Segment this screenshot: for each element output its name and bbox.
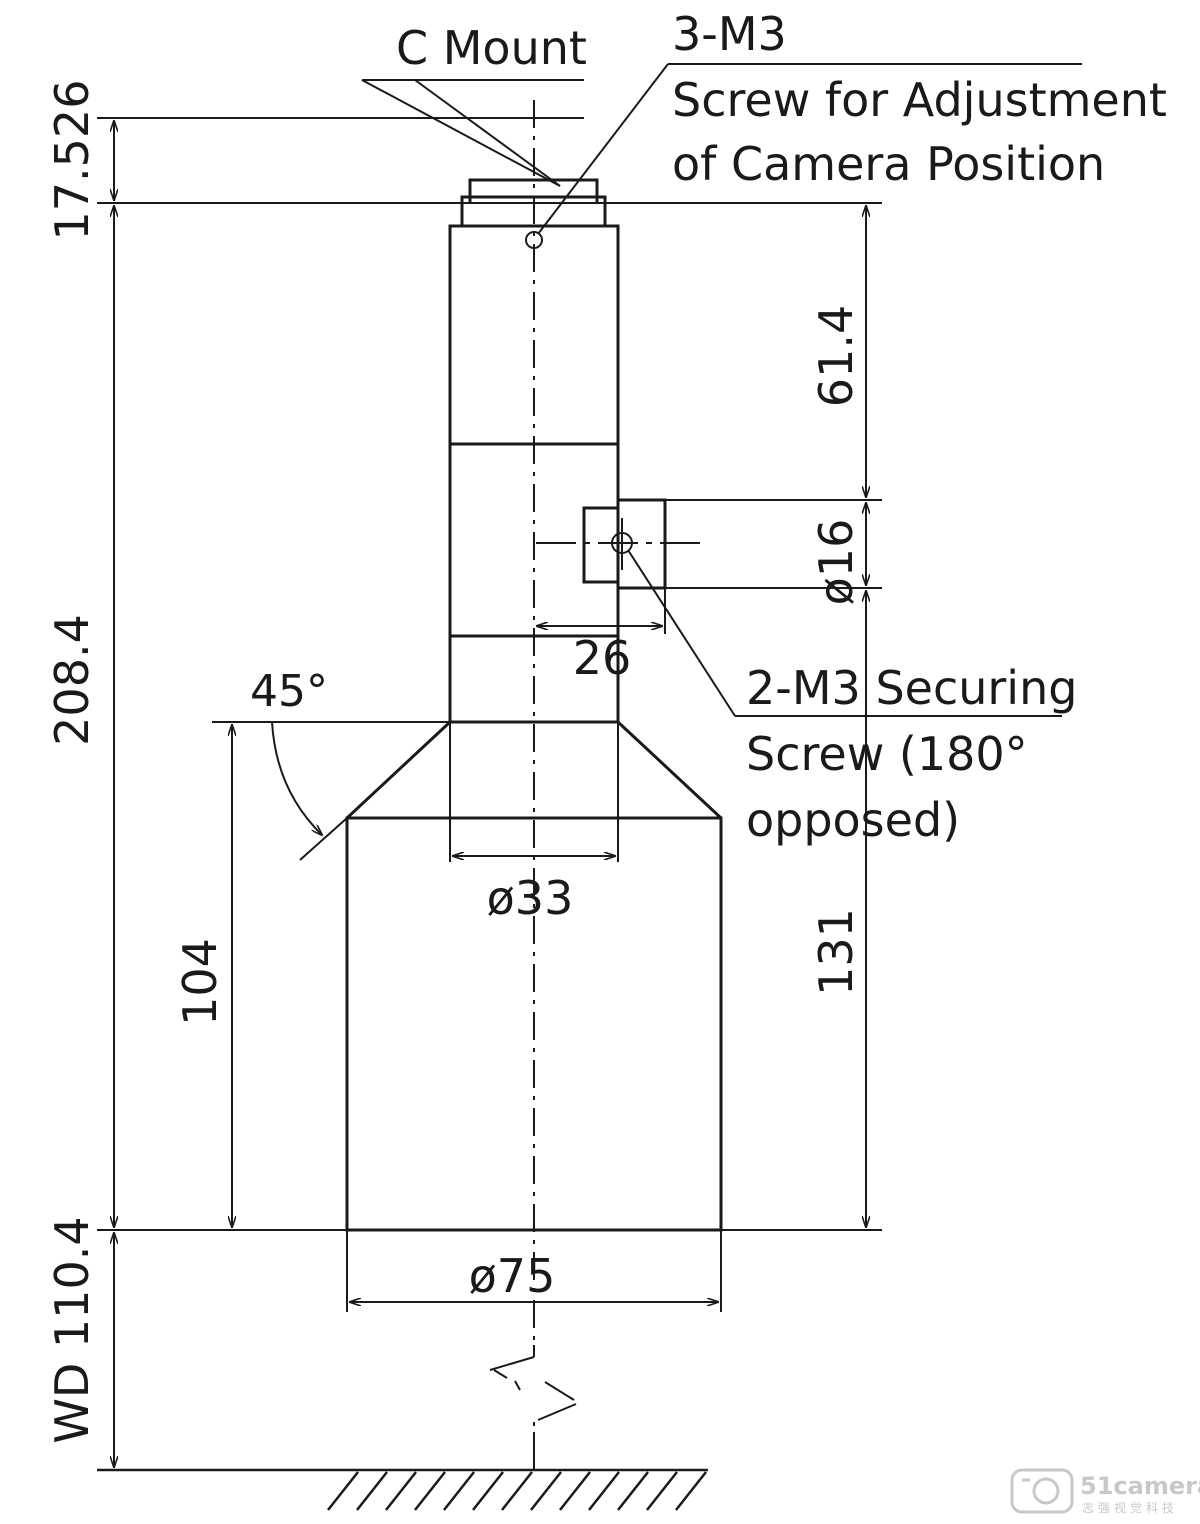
adjustment-screw-hole — [525, 231, 543, 249]
ground-hatch-line — [559, 1471, 591, 1511]
ground-hatch-line — [675, 1471, 707, 1511]
work-surface — [97, 1468, 708, 1511]
screw-3m3-line2: of Camera Position — [672, 137, 1105, 191]
cone-right — [616, 720, 723, 820]
securing-screw-line2: Screw (180° — [746, 727, 1028, 781]
centerline-break — [489, 1345, 577, 1470]
securing-screw-line3: opposed) — [746, 793, 960, 847]
ground-hatch-line — [617, 1471, 649, 1511]
ground-hatch-line — [385, 1471, 417, 1511]
leader-lines — [361, 63, 1082, 717]
ground-hatch-line — [530, 1471, 562, 1511]
ground-hatch-line — [414, 1471, 446, 1511]
ground-hatch-line — [472, 1471, 504, 1511]
ground-hatch-line — [588, 1471, 620, 1511]
watermark-logo: 51camera 志强视觉科技 — [1010, 1468, 1200, 1515]
screw-3m3-title: 3-M3 — [672, 7, 787, 61]
c-mount-thread — [468, 178, 599, 203]
extension-lines — [97, 117, 882, 1312]
dim-port-diameter: ø16 — [809, 519, 863, 606]
dim-total-length: 208.4 — [45, 614, 99, 746]
dim-working-distance: WD 110.4 — [45, 1216, 99, 1443]
dim-top-to-port: 61.4 — [809, 305, 863, 407]
angle-arc — [271, 721, 322, 835]
dim-port-to-front: 131 — [809, 908, 863, 996]
securing-screw-line1: 2-M3 Securing — [746, 661, 1077, 715]
c-mount-label: C Mount — [396, 21, 587, 75]
ground-hatch-line — [443, 1471, 475, 1511]
cone-left — [345, 720, 452, 820]
dim-port-offset: 26 — [573, 631, 632, 685]
dim-body-diameter: ø33 — [487, 871, 574, 925]
watermark-brand: 51camera — [1080, 1472, 1200, 1500]
watermark-logo-mark — [1010, 1468, 1074, 1514]
ground-hatch-line — [501, 1471, 533, 1511]
dim-front-diameter: ø75 — [469, 1249, 556, 1303]
angle-label: 45° — [250, 666, 328, 717]
port-bracket — [582, 506, 618, 584]
ground-hatch-line — [646, 1471, 678, 1511]
ground-hatch-line — [327, 1471, 359, 1511]
dimension-lines — [114, 121, 866, 1467]
screw-3m3-line1: Screw for Adjustment — [672, 73, 1167, 127]
dim-cone-height: 104 — [173, 938, 227, 1026]
main-barrel — [448, 224, 620, 724]
dim-mount-height: 17.526 — [45, 80, 99, 241]
watermark-subtitle: 志强视觉科技 — [1082, 1500, 1178, 1515]
ground-hatch-line — [356, 1471, 388, 1511]
